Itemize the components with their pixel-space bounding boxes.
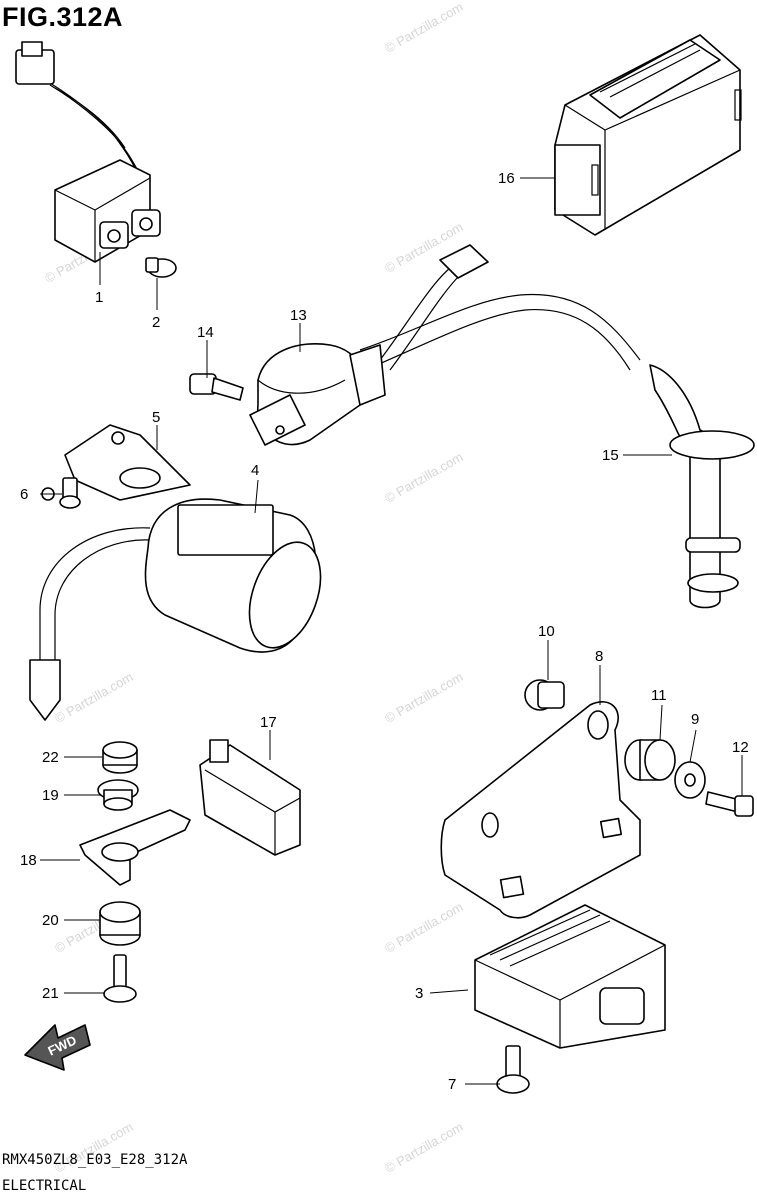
callout-21[interactable]: 21 [42,985,59,1002]
callout-17[interactable]: 17 [260,714,277,731]
callout-15[interactable]: 15 [602,447,619,464]
figure-code: RMX450ZL8_E03_E28_312A [2,1152,188,1168]
leader-lines [40,177,743,1085]
washer[interactable] [674,761,706,799]
callout-12[interactable]: 12 [732,739,749,756]
callout-14[interactable]: 14 [197,324,214,341]
callout-22[interactable]: 22 [42,749,59,766]
plate-18[interactable] [79,809,191,886]
condenser[interactable] [29,498,334,721]
callout-20[interactable]: 20 [42,912,59,929]
relay-block[interactable] [199,739,301,856]
condenser-bracket[interactable] [64,424,191,501]
callout-16[interactable]: 16 [498,170,515,187]
callout-5[interactable]: 5 [152,409,160,426]
nut-22[interactable] [102,741,138,774]
callout-4[interactable]: 4 [251,462,259,479]
callout-2[interactable]: 2 [152,314,160,331]
callout-labels: 1 2 3 4 5 6 7 8 9 10 11 12 13 14 15 16 1… [20,170,749,1093]
figure-category: ELECTRICAL [2,1178,87,1194]
coil-bolt[interactable] [189,373,244,401]
spark-plug-cap[interactable] [649,364,755,609]
ignition-coil[interactable] [249,244,641,446]
collar-19[interactable] [97,779,139,811]
callout-1[interactable]: 1 [95,289,103,306]
callout-11[interactable]: 11 [651,687,667,704]
regulator-bolt[interactable] [496,1045,530,1094]
figure-title: FIG.312A [2,2,124,32]
callout-19[interactable]: 19 [42,787,59,804]
forward-arrow-icon: FWD [24,1024,91,1071]
rubber-cushion[interactable] [624,739,676,781]
callout-7[interactable]: 7 [448,1076,456,1093]
callout-10[interactable]: 10 [538,623,555,640]
callout-18[interactable]: 18 [20,852,37,869]
bracket-collar[interactable] [524,679,565,711]
callout-9[interactable]: 9 [691,711,699,728]
regulator-rectifier[interactable] [474,904,666,1049]
starter-relay[interactable] [15,41,161,263]
bracket-screw[interactable] [41,477,81,509]
callout-3[interactable]: 3 [415,985,423,1002]
grommet-20[interactable] [99,901,141,946]
callout-8[interactable]: 8 [595,648,603,665]
callout-13[interactable]: 13 [290,307,307,324]
ecm-unit[interactable] [554,34,742,236]
terminal-screw[interactable] [145,257,177,278]
regulator-bracket[interactable] [440,701,641,919]
callout-6[interactable]: 6 [20,486,28,503]
bracket-bolt[interactable] [705,791,754,817]
bolt-21[interactable] [103,954,137,1003]
